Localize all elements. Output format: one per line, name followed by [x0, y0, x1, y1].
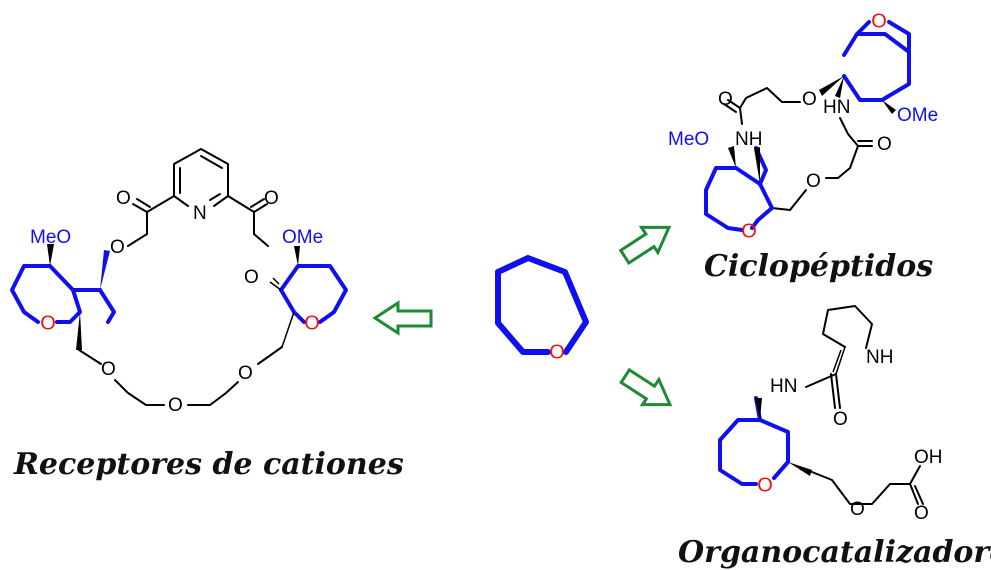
left-amide-carbonyl-o: O: [718, 89, 733, 110]
lower-ether-o: O: [806, 171, 821, 192]
right-sugar-oxygen: O: [304, 312, 320, 334]
pyridine-bonds: [173, 148, 229, 197]
upper-sugar-ring: [842, 32, 911, 102]
pyrrolidine-nh: NH: [866, 347, 893, 368]
lower-sugar-ring-a: [750, 146, 774, 230]
left-ome: MeO: [30, 227, 71, 248]
arrow-up-right: [618, 225, 672, 266]
crown-o-3: O: [238, 363, 253, 384]
organo-acid-carbonyl-o: O: [914, 503, 929, 524]
lower-sugar-ring-b: [704, 166, 744, 232]
organo-sugar-ring-b: [718, 418, 762, 486]
thp-ring-bonds-left: [495, 269, 551, 355]
organo-amide-hn: HN: [770, 376, 797, 397]
thp-ring-bonds: [495, 255, 589, 355]
caption-organocatalysts: Organocatalizadores: [678, 535, 991, 570]
right-ome: OMe: [282, 227, 323, 248]
upper-sugar-oxygen: O: [871, 10, 887, 32]
organocatalyst-molecule: NH O HN O O OH O: [718, 305, 943, 524]
organo-ether-o: O: [850, 499, 865, 520]
cation-receptor-molecule: N O O O O O MeO O OMe: [10, 148, 348, 416]
caption-cyclopeptides: Ciclopéptidos: [704, 249, 933, 284]
arrow-left: [372, 300, 433, 336]
organo-sugar-oxygen: O: [757, 474, 773, 496]
left-ester-o: O: [110, 237, 125, 258]
upper-ether-o: O: [802, 89, 817, 110]
arrow-down-right: [619, 367, 673, 407]
organo-hydroxyl: OH: [914, 447, 943, 468]
caption-cation-receptors: Receptores de cationes: [13, 447, 404, 482]
organo-amide-carbonyl-o: O: [833, 409, 848, 430]
central-tetrahydropyran: O: [495, 255, 589, 363]
crown-o-1: O: [101, 359, 116, 380]
left-sugar-oxygen: O: [40, 312, 56, 334]
upper-amide-hn: HN: [823, 97, 850, 118]
left-amide-nh: NH: [735, 129, 762, 150]
lower-meo: MeO: [668, 129, 709, 150]
upper-ome: OMe: [897, 105, 938, 126]
lower-sugar-oxygen: O: [741, 220, 757, 242]
right-ester-o: O: [244, 267, 259, 288]
right-ester-carbonyl-o: O: [264, 188, 279, 209]
pyridine-nitrogen: N: [193, 203, 207, 224]
cyclopeptide-molecule: O O HN OMe O NH O O O MeO: [668, 10, 938, 242]
left-sugar-ring: [10, 264, 102, 324]
pyrrolidine-bonds: [822, 305, 873, 349]
thp-ring-oxygen: O: [549, 341, 565, 363]
right-sugar-ring: [279, 264, 348, 324]
left-ester-carbonyl-o: O: [116, 188, 131, 209]
crown-o-2: O: [168, 395, 183, 416]
right-amide-carbonyl-o: O: [877, 134, 892, 155]
